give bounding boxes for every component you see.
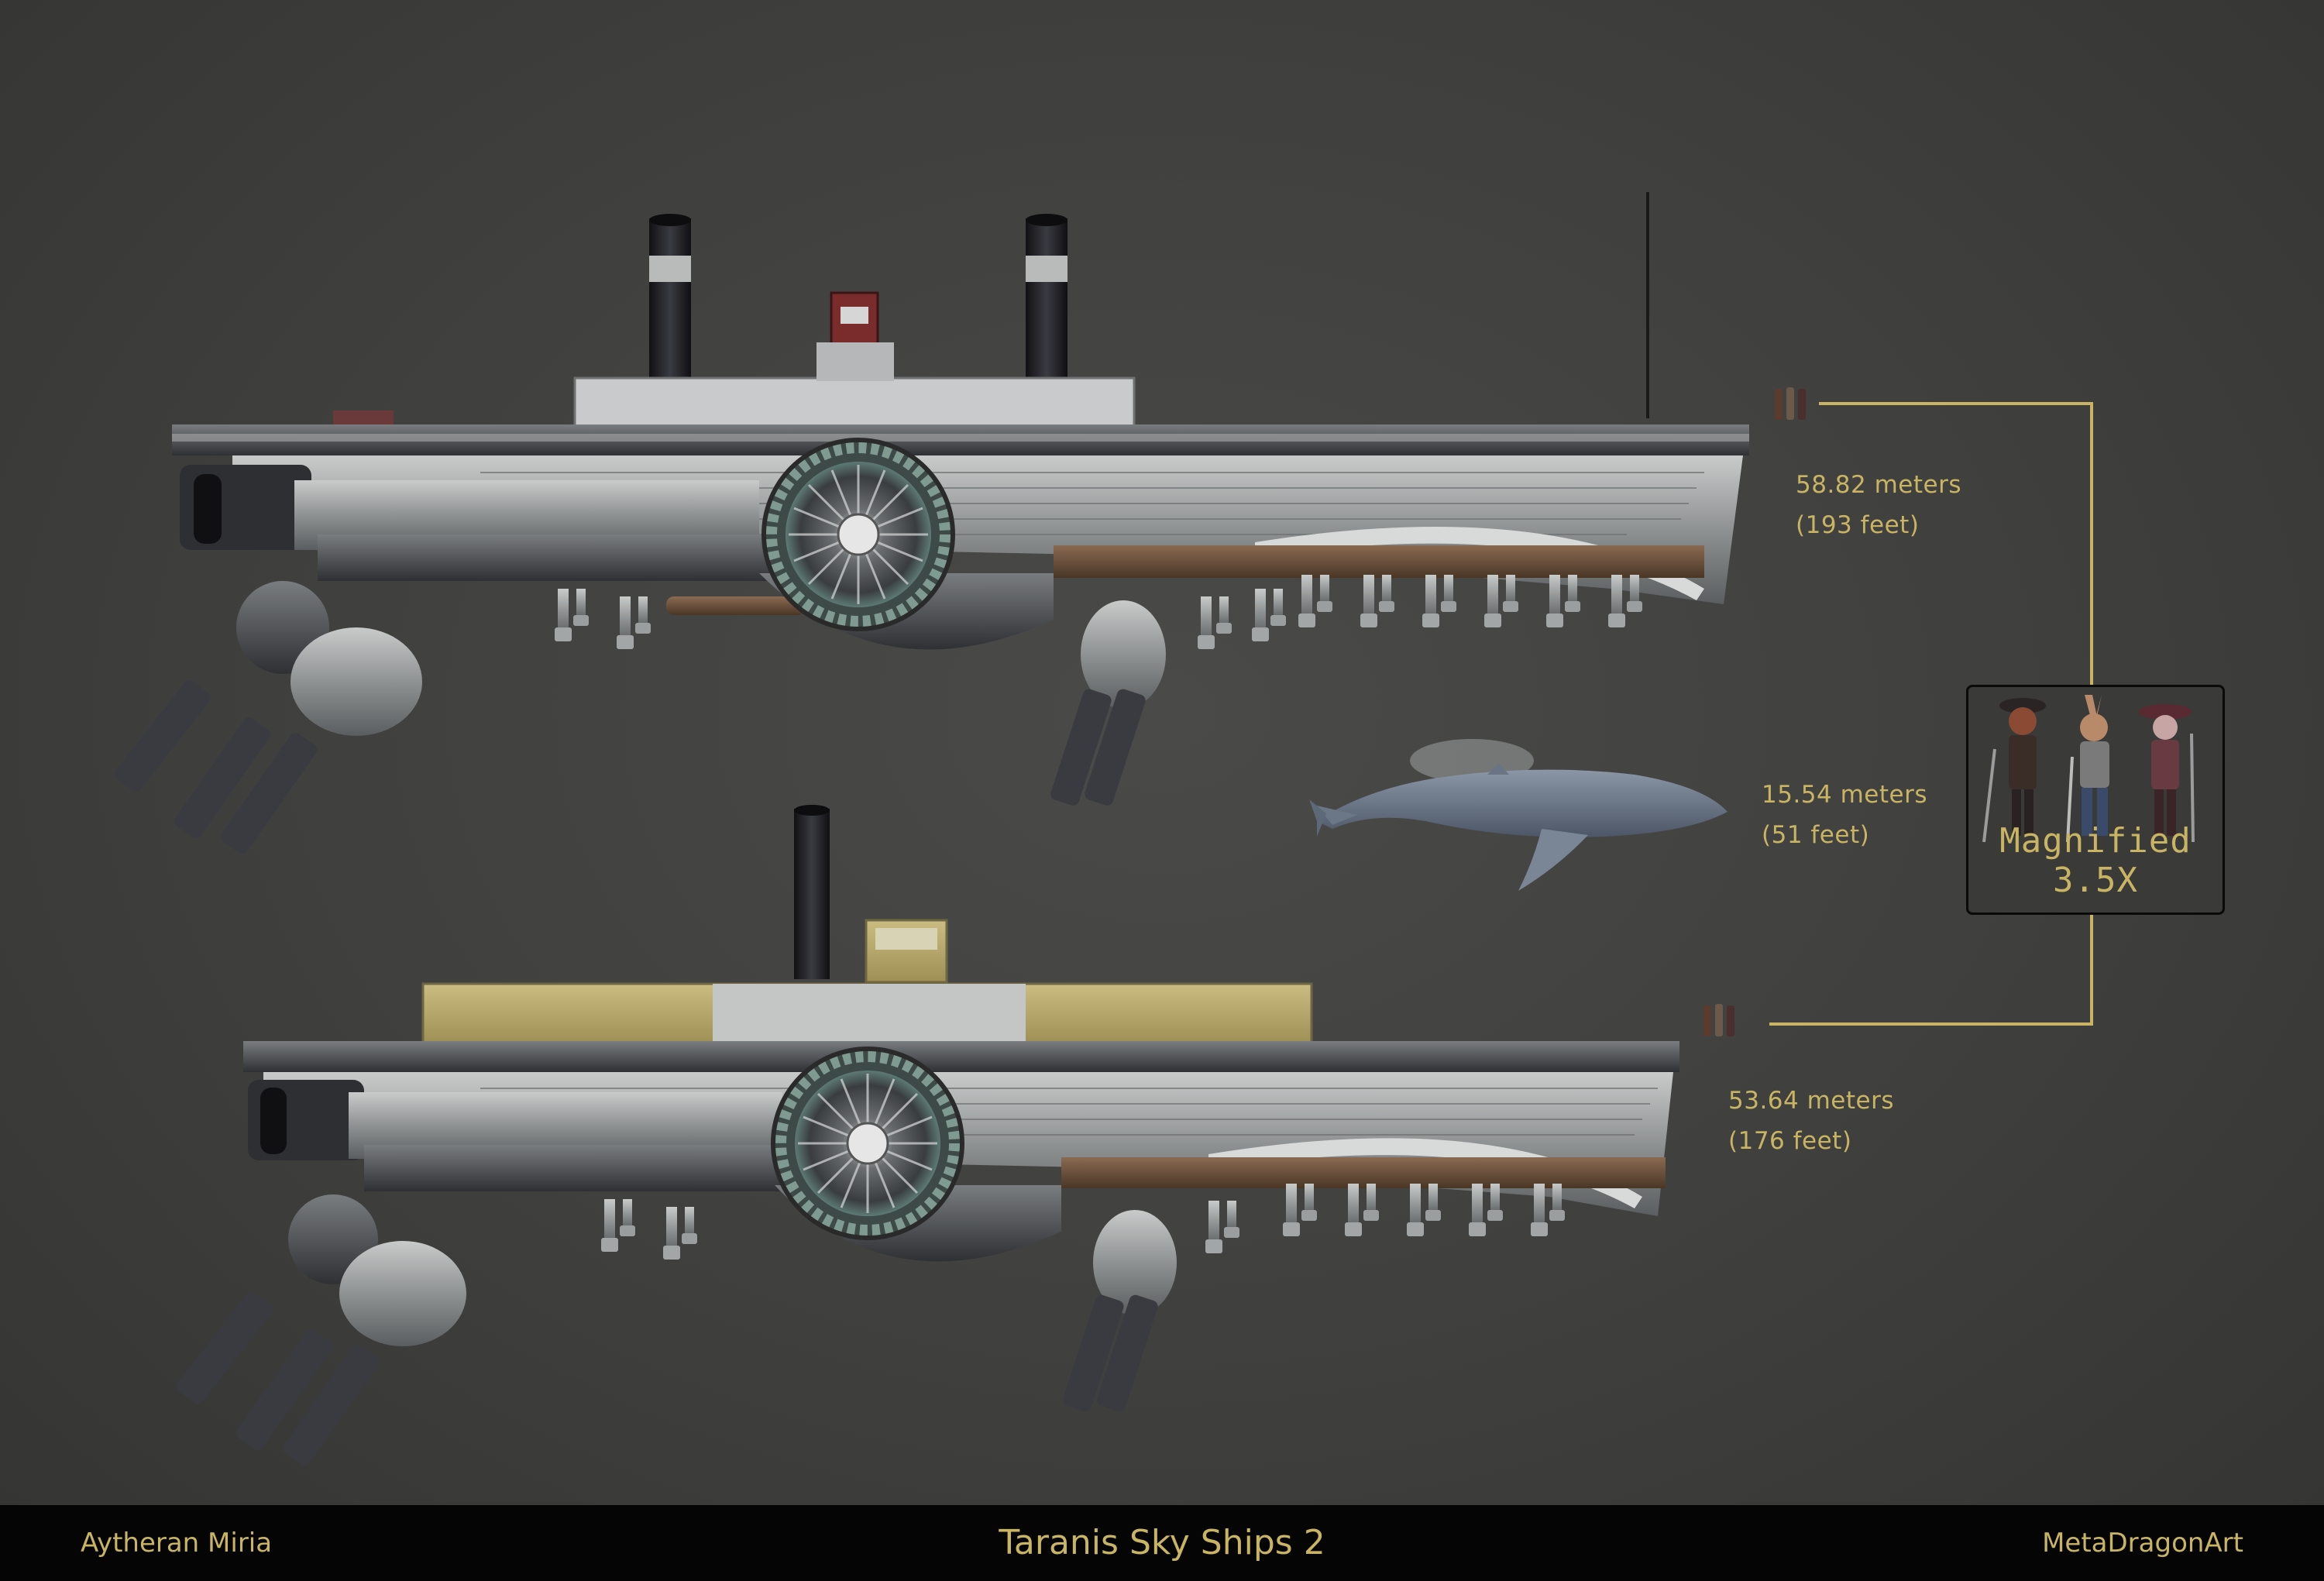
ship-one-length-label: 58.82 meters (193 feet) (1796, 465, 1961, 545)
ship-one-meters: 58.82 meters (1796, 471, 1961, 499)
airship-one (115, 192, 1749, 854)
artwork-title: Taranis Sky Ships 2 (999, 1523, 1325, 1562)
humpback-whale (1309, 739, 1728, 891)
scale-connector-lines (1769, 402, 2093, 1026)
ship-two-meters: 53.64 meters (1728, 1087, 1894, 1115)
studio-name: MetaDragonArt (2042, 1528, 2243, 1559)
author-name: Aytheran Miria (81, 1528, 273, 1559)
ship-two-feet: (176 feet) (1728, 1127, 1852, 1155)
ship-one-feet: (193 feet) (1796, 511, 1920, 539)
ship-two-length-label: 53.64 meters (176 feet) (1728, 1081, 1894, 1161)
magnified-inset: Magnified 3.5X (1966, 685, 2225, 915)
crew-figures-small-top (1775, 387, 1806, 420)
whale-feet: (51 feet) (1762, 821, 1870, 849)
footer-bar: Taranis Sky Ships 2 Aytheran Miria MetaD… (0, 1505, 2324, 1581)
magnification-label: Magnified 3.5X (1999, 821, 2192, 900)
whale-length-label: 15.54 meters (51 feet) (1762, 775, 1927, 855)
whale-meters: 15.54 meters (1762, 781, 1927, 809)
crew-figures-icon (1982, 695, 2195, 843)
airship-two (177, 805, 1679, 1466)
crew-figures-small-bottom (1703, 1004, 1734, 1036)
